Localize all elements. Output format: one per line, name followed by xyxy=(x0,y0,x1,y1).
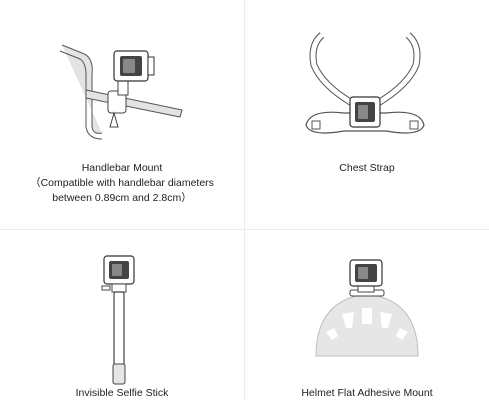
divider-vertical xyxy=(244,0,245,400)
chest-strap-illustration xyxy=(305,32,425,134)
card-invisible-selfie-stick[interactable]: Invisible Selfie Stick xyxy=(0,230,244,400)
helmet-mount-title: Helmet Flat Adhesive Mount xyxy=(301,387,433,399)
handlebar-mount-detail-line1: （Compatible with handlebar diameters xyxy=(30,177,214,189)
divider-horizontal xyxy=(0,229,489,230)
selfie-stick-illustration xyxy=(101,255,135,385)
handlebar-mount-illustration xyxy=(59,44,183,140)
card-helmet-flat-adhesive-mount[interactable]: Helmet Flat Adhesive Mount xyxy=(245,230,489,400)
selfie-stick-caption: Invisible Selfie Stick xyxy=(0,386,244,401)
helmet-mount-illustration xyxy=(315,259,419,357)
chest-strap-caption: Chest Strap xyxy=(245,161,489,176)
card-handlebar-mount[interactable]: Handlebar Mount （Compatible with handleb… xyxy=(0,0,244,229)
selfie-stick-title: Invisible Selfie Stick xyxy=(75,387,169,399)
handlebar-mount-title: Handlebar Mount xyxy=(81,162,163,174)
chest-strap-title: Chest Strap xyxy=(339,162,395,174)
handlebar-mount-caption: Handlebar Mount （Compatible with handleb… xyxy=(12,161,232,206)
card-chest-strap[interactable]: Chest Strap xyxy=(245,0,489,229)
helmet-mount-caption: Helmet Flat Adhesive Mount xyxy=(245,386,489,401)
handlebar-mount-detail-line2: between 0.89cm and 2.8cm） xyxy=(52,192,192,204)
